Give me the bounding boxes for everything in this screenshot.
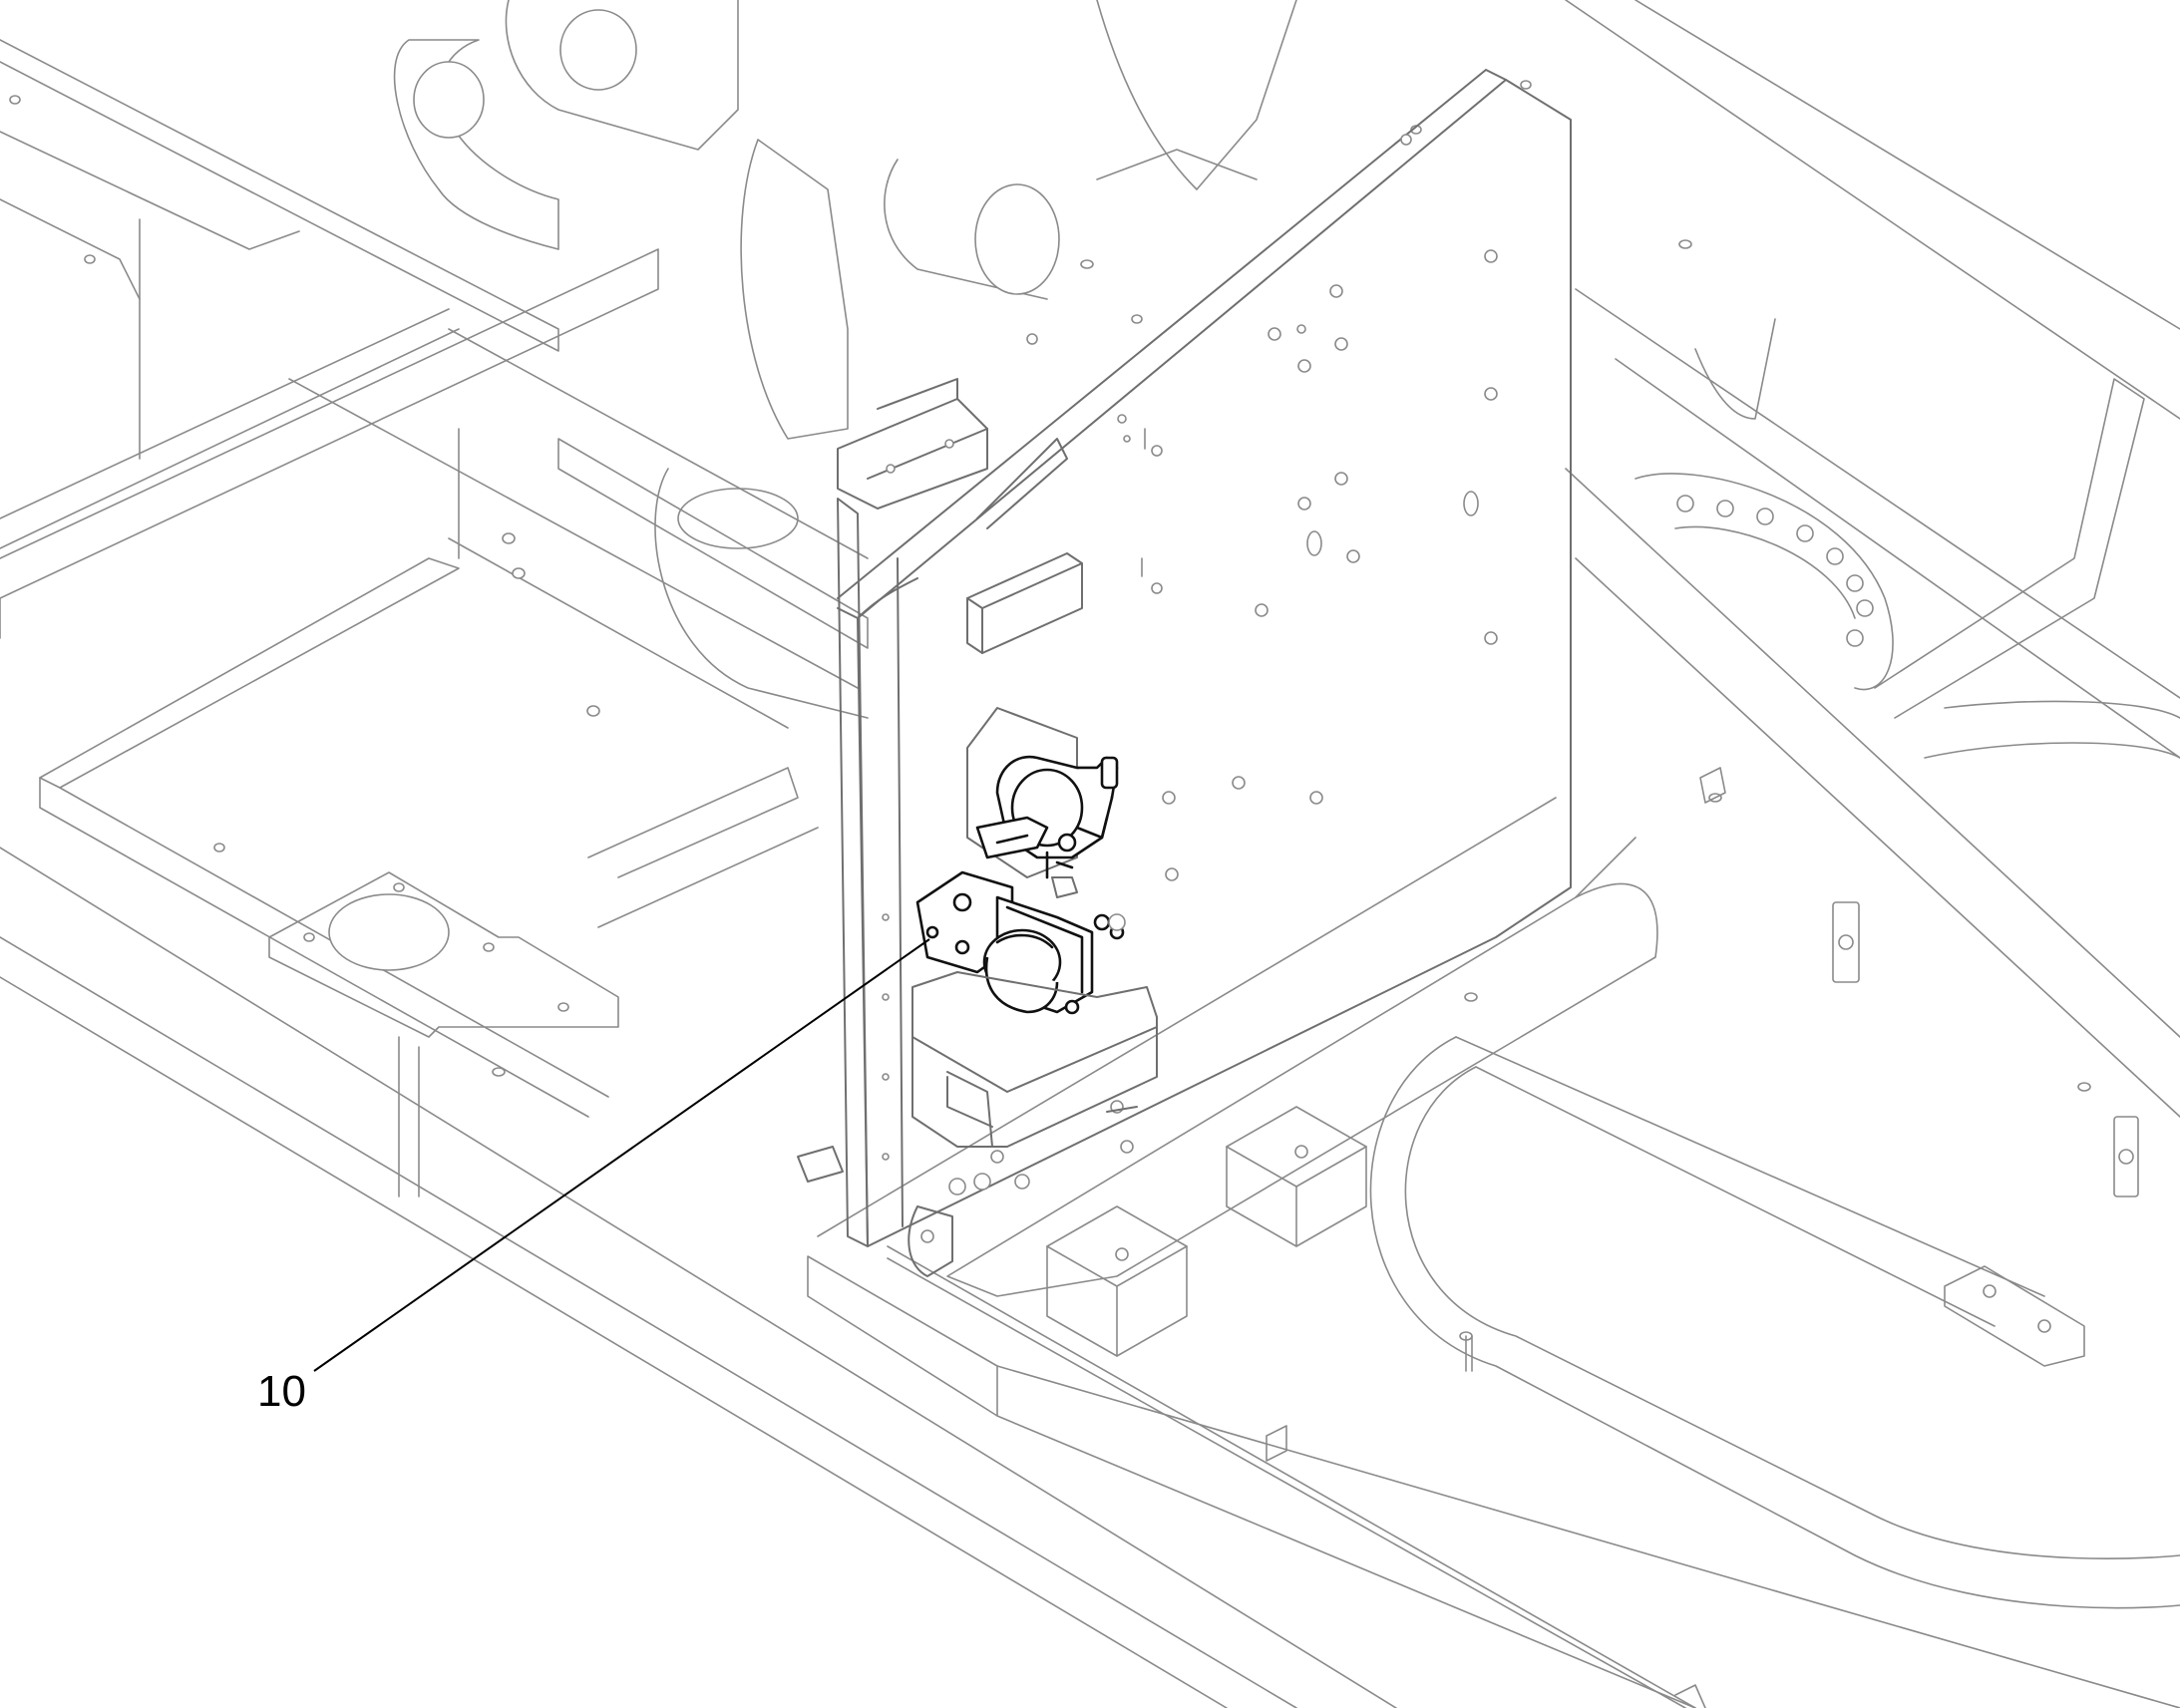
switch-assembly xyxy=(915,755,1125,1015)
cross-member xyxy=(288,328,869,719)
lower-disconnect-switch xyxy=(915,870,1125,1015)
bolts xyxy=(9,80,2091,1372)
callout-label: 10 xyxy=(257,1367,306,1416)
leader-line xyxy=(313,938,930,1372)
clevis-brackets xyxy=(393,0,1297,440)
switch-bracket xyxy=(797,876,1158,1277)
link-plates xyxy=(1699,767,2139,1367)
upper-rotary-switch xyxy=(975,755,1119,879)
mounting-plate xyxy=(268,871,619,1038)
bottom-rail xyxy=(0,847,1397,1708)
control-panel xyxy=(837,69,1572,1247)
left-rail xyxy=(0,39,659,639)
callout-10: 10 xyxy=(257,938,930,1416)
panel-base-beam xyxy=(807,797,2180,1708)
oval-track xyxy=(1369,700,2180,1609)
panel-holes xyxy=(882,134,1498,1161)
rack xyxy=(887,1245,1706,1708)
right-beam xyxy=(1565,0,2180,1118)
inner-frame xyxy=(39,428,819,1118)
base-blocks xyxy=(1046,1106,1367,1357)
turntable-ring xyxy=(1635,318,2145,719)
